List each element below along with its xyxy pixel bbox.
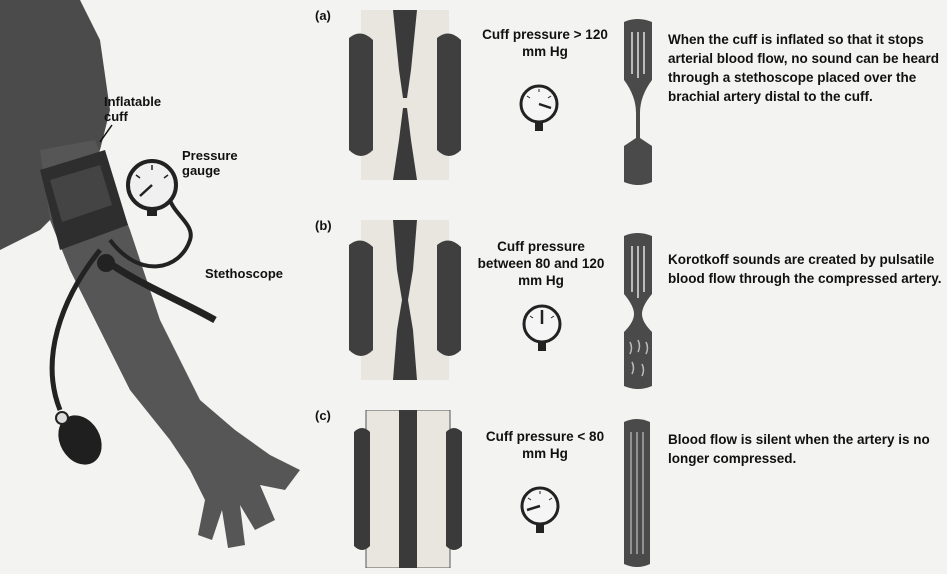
artery-section-b	[345, 220, 465, 380]
panel-b-letter: (b)	[315, 218, 332, 233]
panel-c-letter: (c)	[315, 408, 331, 423]
stethoscope-label: Stethoscope	[205, 266, 283, 281]
gauge-b-icon	[520, 302, 564, 354]
cuff-pressure-c: Cuff pressure < 80 mm Hg	[480, 428, 610, 462]
description-a: When the cuff is inflated so that it sto…	[668, 30, 944, 106]
panel-a-letter: (a)	[315, 8, 331, 23]
description-c: Blood flow is silent when the artery is …	[668, 430, 944, 468]
description-b: Korotkoff sounds are created by pulsatil…	[668, 250, 944, 288]
gauge-a-icon	[517, 82, 561, 134]
artery-section-c	[352, 410, 464, 568]
vessel-a	[618, 18, 658, 188]
cuff-label: Inflatable cuff	[104, 94, 184, 124]
arm-pressure-gauge	[128, 161, 176, 216]
arm-illustration	[0, 0, 320, 574]
gauge-c-icon	[518, 484, 562, 536]
vessel-c	[620, 418, 654, 570]
cuff-pressure-b: Cuff pressure between 80 and 120 mm Hg	[476, 238, 606, 289]
cuff-pressure-a: Cuff pressure > 120 mm Hg	[480, 26, 610, 60]
gauge-label: Pressure gauge	[182, 148, 262, 178]
vessel-b	[618, 232, 658, 392]
artery-section-a	[345, 10, 465, 180]
